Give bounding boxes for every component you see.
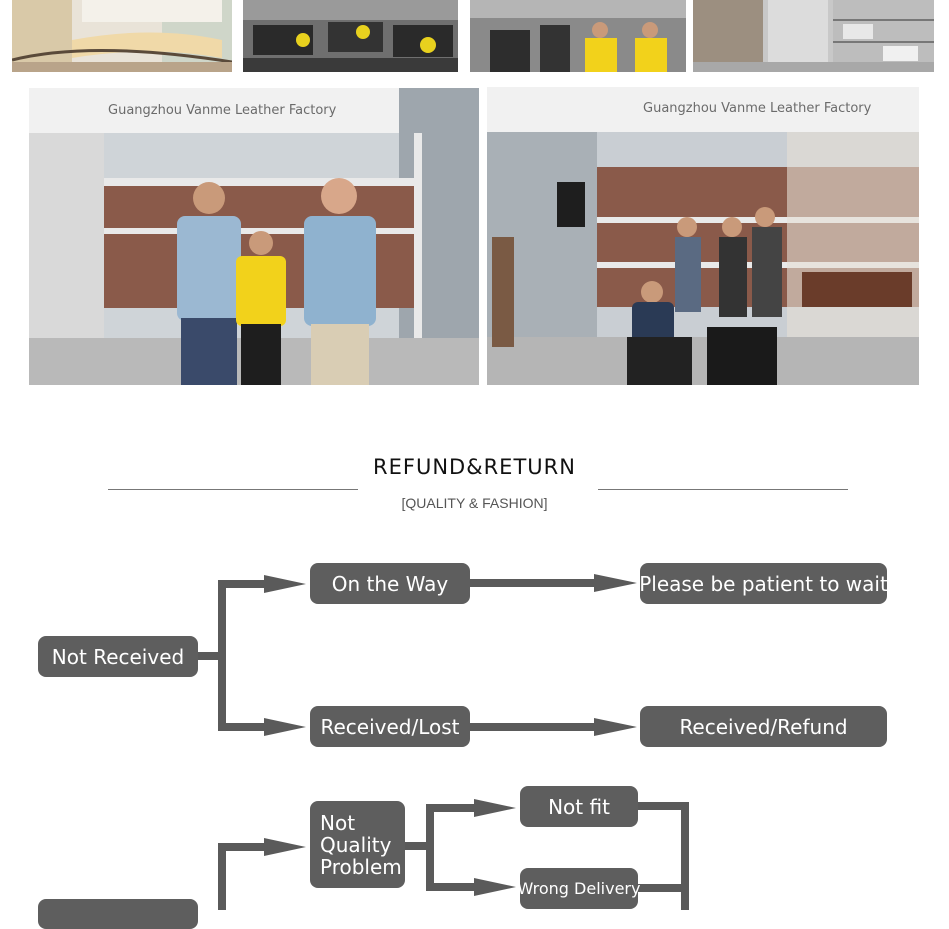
section-title: REFUND&RETURN [373,455,576,479]
booth-sign-left: Guangzhou Vanme Leather Factory [108,103,337,118]
received-lost-box: Received/Lost [310,706,470,747]
arrowhead-not-fit [474,799,516,817]
patient-wait-box: Please be patient to wait [639,563,888,604]
arrowhead-received-lost [264,718,306,736]
photo-reception-lobby [12,0,232,72]
not-fit-box: Not fit [520,786,638,827]
photo-office-workers [243,0,458,72]
not-received-box: Not Received [38,636,198,677]
arrowhead-on-the-way [264,575,306,593]
arrowhead-refund [594,718,637,736]
photo-warehouse-shelves [693,0,934,72]
arrowhead-not-quality [264,838,306,856]
arrowhead-wrong-delivery [474,878,516,896]
title-divider-right [598,489,848,490]
not-quality-line-2: Quality [320,832,392,857]
lower-left-box [38,899,198,929]
booth-sign-right: Guangzhou Vanme Leather Factory [643,101,872,116]
on-the-way-box: On the Way [310,563,470,604]
section-subtitle: [QUALITY & FASHION] [401,495,548,511]
not-quality-line-1: Not [320,810,356,835]
not-quality-problem-box: Not Quality Problem [310,801,405,888]
photo-trade-booth-visitors: Guangzhou Vanme Leather Factory [29,88,479,385]
flow-connectors [198,574,689,910]
received-refund-box: Received/Refund [640,706,887,747]
wrong-delivery-box: Wrong Delivery [518,868,640,909]
not-quality-line-3: Problem [320,854,402,879]
arrowhead-patient [594,574,637,592]
title-divider-left [108,489,358,490]
photo-staff-team [470,0,686,72]
photo-trade-booth-display: Guangzhou Vanme Leather Factory [487,87,919,385]
